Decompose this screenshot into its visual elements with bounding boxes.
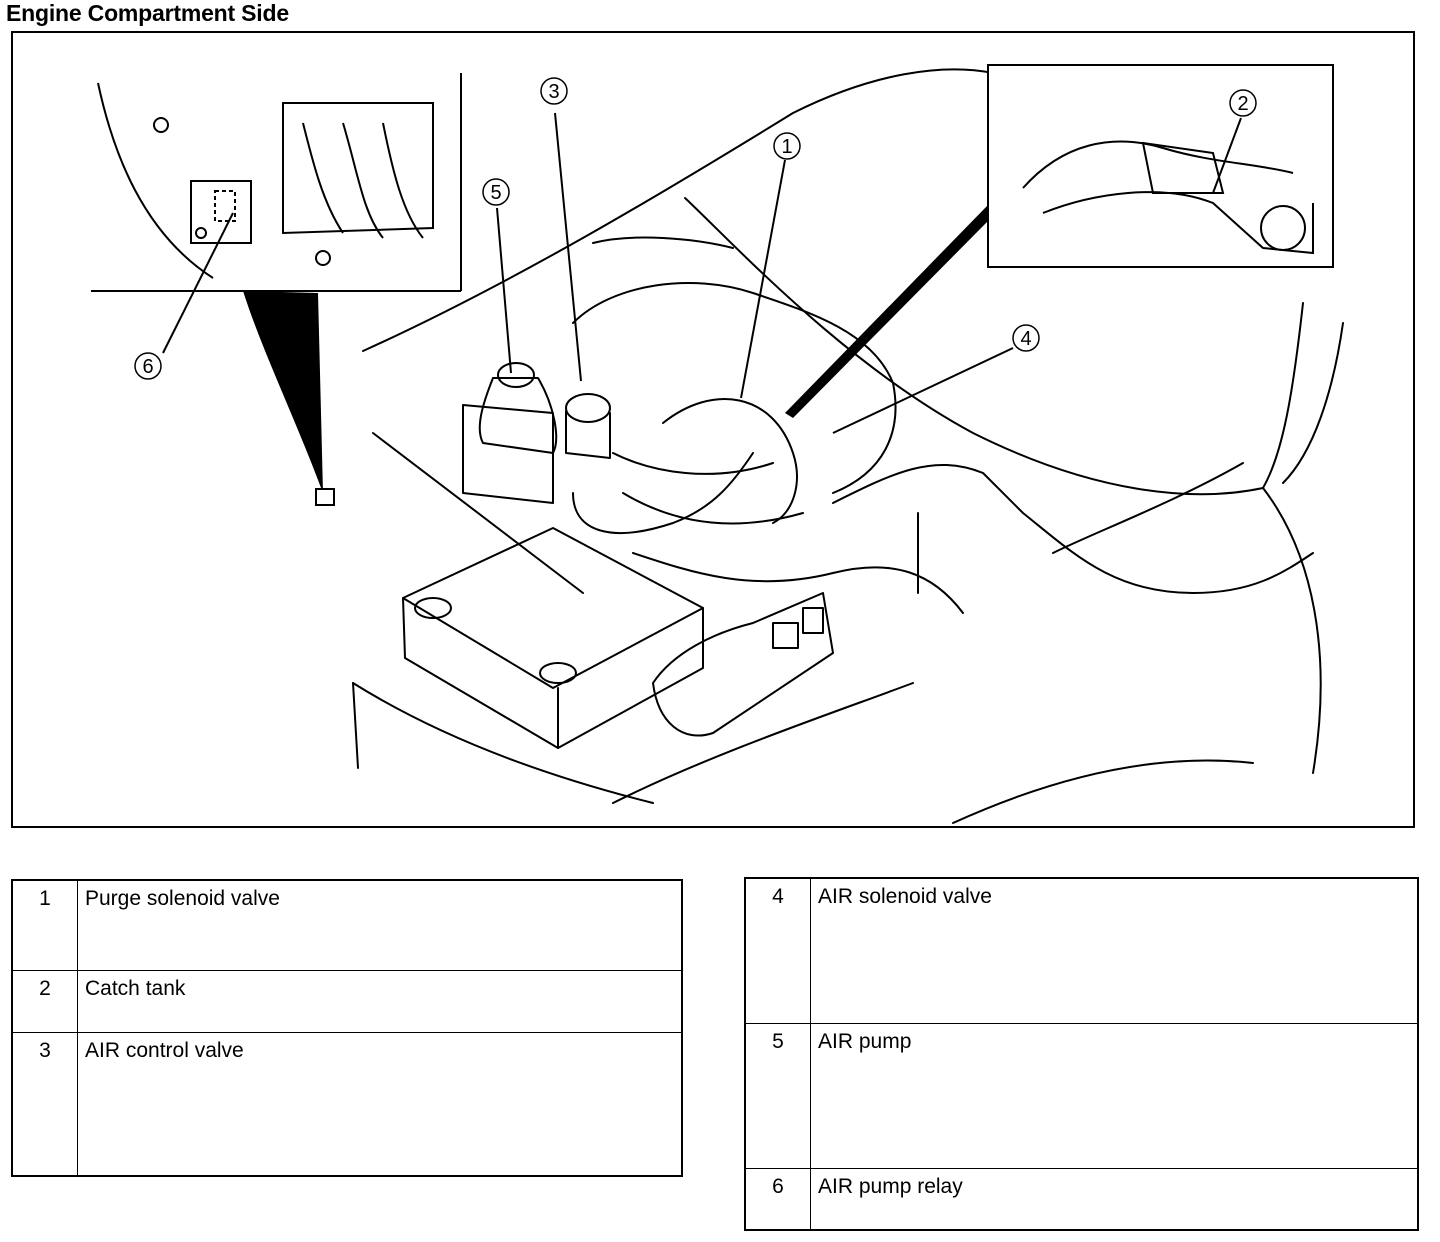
legend-number: 1 xyxy=(11,879,78,971)
callout-2: 2 xyxy=(1229,89,1257,117)
callout-1-label: 1 xyxy=(781,136,792,158)
legend-number: 4 xyxy=(744,877,811,1024)
legend-row: 6 AIR pump relay xyxy=(744,1167,1419,1231)
legend-number: 2 xyxy=(11,969,78,1033)
callout-4-label: 4 xyxy=(1020,328,1031,350)
legend-label: Purge solenoid valve xyxy=(77,879,683,971)
callout-1: 1 xyxy=(773,132,801,160)
legend-number: 6 xyxy=(744,1167,811,1231)
page-title: Engine Compartment Side xyxy=(6,0,289,26)
legend-row: 4 AIR solenoid valve xyxy=(744,877,1419,1024)
callout-3: 3 xyxy=(540,77,568,105)
callout-3-label: 3 xyxy=(548,81,559,103)
legend-row: 2 Catch tank xyxy=(11,969,683,1033)
legend-number: 3 xyxy=(11,1031,78,1177)
engine-compartment-diagram: 1 2 3 4 5 6 xyxy=(11,31,1415,828)
legend-label: AIR solenoid valve xyxy=(810,877,1419,1024)
callout-6-label: 6 xyxy=(142,356,153,378)
legend-table-left: 1 Purge solenoid valve 2 Catch tank 3 AI… xyxy=(11,879,683,1177)
legend-row: 5 AIR pump xyxy=(744,1022,1419,1169)
legend-row: 1 Purge solenoid valve xyxy=(11,879,683,971)
callout-4: 4 xyxy=(1012,324,1040,352)
legend-label: Catch tank xyxy=(77,969,683,1033)
diagram-drawing xyxy=(91,64,1344,824)
callout-5-label: 5 xyxy=(490,182,501,204)
callout-layer: 1 2 3 4 5 6 xyxy=(134,77,1257,380)
legend-label: AIR pump relay xyxy=(810,1167,1419,1231)
legend-label: AIR pump xyxy=(810,1022,1419,1169)
legend-table-right: 4 AIR solenoid valve 5 AIR pump 6 AIR pu… xyxy=(744,877,1419,1231)
legend-number: 5 xyxy=(744,1022,811,1169)
legend-label: AIR control valve xyxy=(77,1031,683,1177)
callout-5: 5 xyxy=(482,178,510,206)
callout-2-label: 2 xyxy=(1237,93,1248,115)
callout-6: 6 xyxy=(134,352,162,380)
legend-row: 3 AIR control valve xyxy=(11,1031,683,1177)
